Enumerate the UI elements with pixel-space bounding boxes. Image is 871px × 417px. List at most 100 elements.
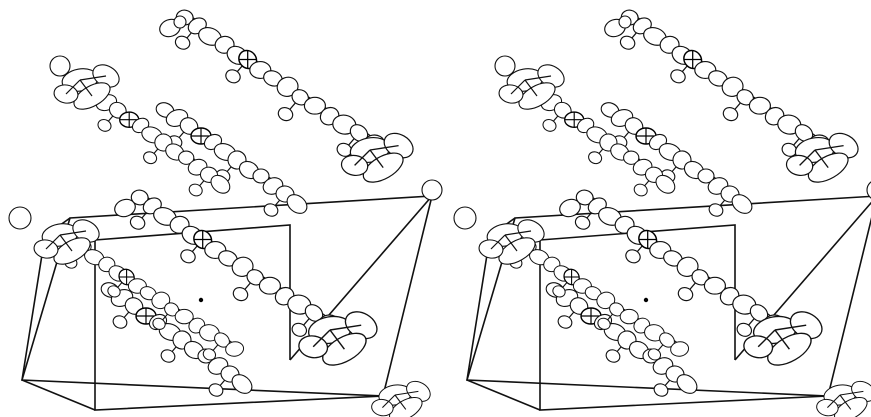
bond [510,79,526,95]
atom-ellipse [303,96,326,115]
ellipsoid-cluster [371,380,431,417]
ellipsoid-cluster [298,311,378,366]
molecule-upper-2 [155,102,308,217]
atom-ellipse [697,168,715,184]
molecules [453,9,871,417]
bond [394,390,419,396]
atom-ellipse [114,198,136,218]
bond [45,234,61,250]
bond [504,234,518,252]
bond [524,79,538,97]
molecule-upper-3 [531,87,676,197]
cell-edge [21,379,96,411]
bond [369,144,399,151]
bond [354,149,371,166]
atom-ellipse [174,308,194,325]
atom-ellipse [559,198,581,218]
atom-ellipse [618,15,632,29]
atom-ellipse [8,206,32,230]
atom-ellipse [605,349,621,363]
thermal-ellipsoid [807,152,849,183]
atom-ellipse [552,285,566,298]
molecule-lower-1 [114,189,340,337]
ellipsoid-cluster [498,64,565,110]
molecule-lower-2 [100,282,253,397]
atom-ellipse [143,151,158,165]
bond [814,144,844,151]
atom-ellipse [225,341,245,357]
inversion-center [643,297,649,303]
stereo-view-right [453,9,871,417]
atom-ellipse [178,150,195,165]
atom-ellipse [703,276,726,295]
atom-ellipse [258,276,281,295]
bond [839,394,852,410]
bond [757,329,776,348]
molecule-upper-1 [159,9,385,157]
atom-ellipse [151,291,171,310]
atom-ellipse [647,348,662,361]
bond [382,394,396,408]
atom-ellipse [575,189,594,206]
atom-ellipse [722,107,739,122]
atom-ellipse [670,341,690,357]
thermal-ellipsoid [371,398,394,417]
atom-ellipse [748,96,771,115]
atom-ellipse [160,349,176,363]
bond [65,79,81,95]
atom-ellipse [866,181,871,199]
atom-ellipse [588,151,603,165]
bond [839,390,864,396]
atom-ellipse [107,285,121,298]
atom-ellipse [276,76,299,97]
bond [524,75,552,81]
atom-ellipse [112,315,128,329]
thermal-ellipsoid [362,152,404,183]
bond [329,324,362,331]
bond [799,149,816,166]
atom-ellipse [677,287,694,302]
atom-ellipse [225,69,241,84]
bond [490,234,506,250]
atom-ellipse [676,374,698,394]
bond [59,230,87,236]
atom-ellipse [210,174,231,194]
thermal-ellipsoid [322,332,367,366]
bond [329,329,345,350]
ellipsoid-cluster [816,380,871,417]
bond [814,149,829,168]
atom-ellipse [557,315,573,329]
atom-ellipse [625,249,641,264]
molecules [8,9,443,417]
atom-ellipse [286,194,308,214]
molecule-lower-1 [559,189,785,337]
bond [774,324,807,331]
bond [827,394,841,408]
atom-ellipse [623,150,640,165]
atom-ellipse [619,308,639,325]
atom-ellipse [494,55,516,77]
ellipsoid-cluster [53,64,120,110]
bond [504,230,532,236]
atom-ellipse [263,203,279,217]
cell-face [465,195,871,397]
bond [312,329,331,348]
atom-ellipse [174,35,191,50]
atom-ellipse [231,374,253,394]
atom-ellipse [129,215,146,230]
atom-ellipse [596,291,616,310]
inversion-center [198,297,204,303]
bond [79,75,107,81]
atom-ellipse [252,168,270,184]
atom-ellipse [655,174,676,194]
bond [79,79,93,97]
atom-ellipse [277,107,294,122]
bond [394,394,407,410]
atom-ellipse [708,203,724,217]
atom-ellipse [597,317,611,330]
atom-ellipse [49,55,71,77]
atom-ellipse [633,183,648,197]
atom-ellipse [130,189,149,206]
